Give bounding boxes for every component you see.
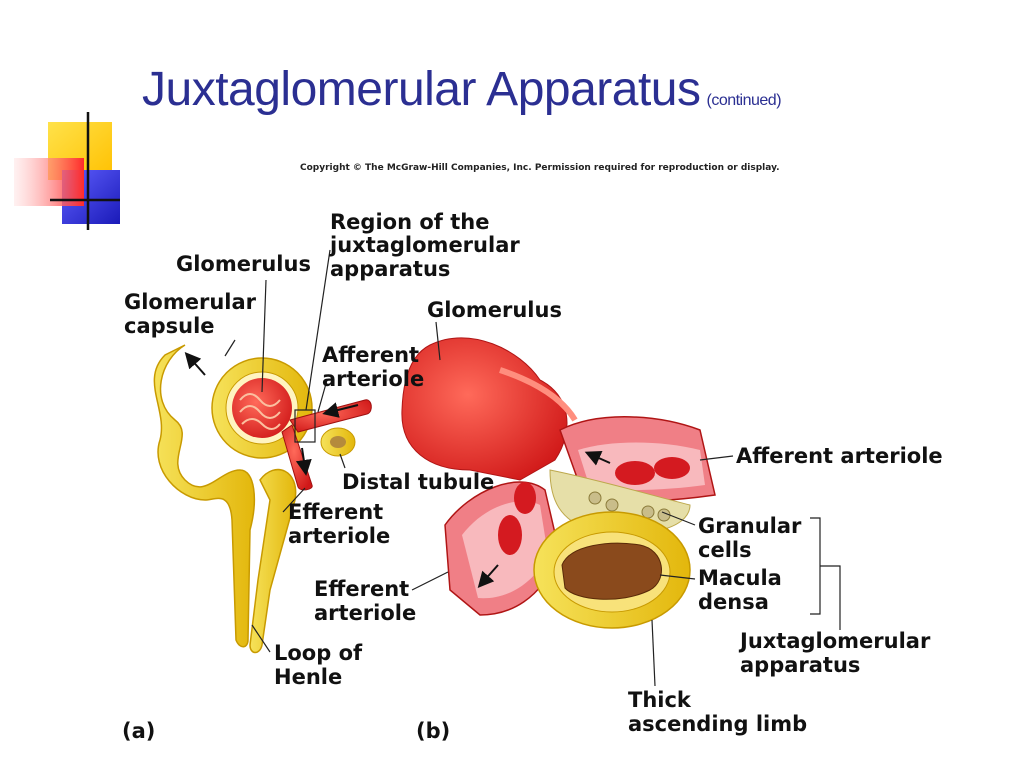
title-suffix: (continued)	[706, 92, 782, 109]
label-distal-tubule: Distal tubule	[342, 470, 494, 494]
nephron-illustration	[153, 344, 372, 654]
panel-b-leaders	[411, 321, 841, 687]
label-thick-2: ascending limb	[628, 712, 807, 736]
label-jga-1: Juxtaglomerular	[738, 629, 931, 653]
panel-a-labels: Region of the juxtaglomerular apparatus …	[122, 210, 520, 743]
panel-a-tag: (a)	[122, 719, 155, 743]
label-capsule-1: Glomerular	[124, 290, 257, 314]
label-afferent-a-1: Afferent	[322, 343, 419, 367]
corner-decoration	[14, 112, 120, 230]
title-text: Juxtaglomerular Apparatus	[142, 63, 701, 116]
label-glomerulus-b: Glomerulus	[427, 298, 562, 322]
label-glomerulus-a: Glomerulus	[176, 252, 311, 276]
copyright-notice: Copyright © The McGraw-Hill Companies, I…	[300, 163, 780, 173]
label-loop-1: Loop of	[274, 641, 363, 665]
label-granular-1: Granular	[698, 514, 802, 538]
label-region-2: juxtaglomerular	[329, 233, 520, 257]
jga-illustration	[401, 337, 716, 629]
label-efferent-a-1: Efferent	[288, 500, 383, 524]
label-loop-2: Henle	[274, 665, 342, 689]
label-afferent-b: Afferent arteriole	[736, 444, 943, 468]
label-efferent-b-1: Efferent	[314, 577, 409, 601]
panel-a-leaders	[224, 249, 346, 653]
slide-title: Juxtaglomerular Apparatus (continued)	[142, 62, 782, 117]
label-granular-2: cells	[698, 538, 752, 562]
panel-b-labels: Glomerulus Afferent arteriole Granular c…	[314, 298, 943, 743]
label-capsule-2: capsule	[124, 314, 215, 338]
panel-b-tag: (b)	[416, 719, 450, 743]
label-afferent-a-2: arteriole	[322, 367, 424, 391]
label-thick-1: Thick	[628, 688, 692, 712]
label-region-1: Region of the	[330, 210, 489, 234]
label-region-3: apparatus	[330, 257, 450, 281]
label-efferent-b-2: arteriole	[314, 601, 416, 625]
label-jga-2: apparatus	[740, 653, 860, 677]
label-macula-2: densa	[698, 590, 769, 614]
label-efferent-a-2: arteriole	[288, 524, 390, 548]
label-macula-1: Macula	[698, 566, 782, 590]
